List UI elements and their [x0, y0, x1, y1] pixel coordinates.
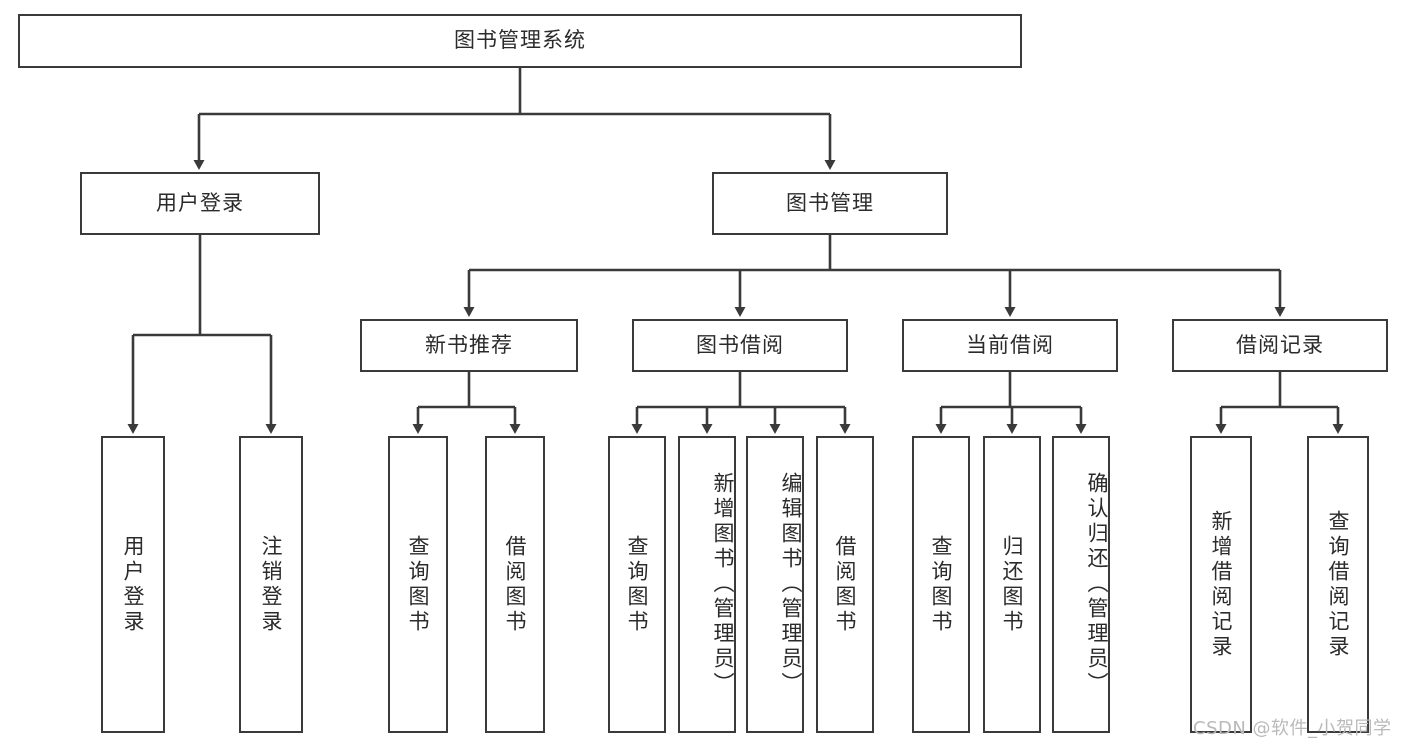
- node-label: 查询图书: [929, 534, 954, 635]
- node-label: 查询借阅记录: [1326, 509, 1351, 660]
- leaf-logout[interactable]: 注销登录: [239, 436, 303, 733]
- node-label: 归还图书: [1000, 534, 1025, 635]
- leaf-user-login[interactable]: 用户登录: [101, 436, 165, 733]
- node-label: 注销登录: [259, 534, 284, 635]
- node-book-management[interactable]: 图书管理: [712, 172, 948, 235]
- leaf-borrow-book[interactable]: 借阅图书: [816, 436, 874, 733]
- leaf-add-book-admin[interactable]: 新增图书（管理员）: [678, 436, 736, 733]
- node-label: 确认归还（管理员）: [1085, 472, 1109, 697]
- leaf-confirm-return-admin[interactable]: 确认归还（管理员）: [1052, 436, 1110, 733]
- node-borrow-records[interactable]: 借阅记录: [1172, 319, 1388, 372]
- node-label: 新增借阅记录: [1209, 509, 1234, 660]
- leaf-borrow-book-recommend[interactable]: 借阅图书: [485, 436, 545, 733]
- node-label: 用户登录: [121, 534, 146, 635]
- node-label: 查询图书: [406, 534, 431, 635]
- node-label: 新增图书（管理员）: [711, 472, 735, 697]
- leaf-query-book-borrow[interactable]: 查询图书: [608, 436, 666, 733]
- node-root[interactable]: 图书管理系统: [18, 14, 1022, 68]
- csdn-watermark: CSDN @软件_小贺同学: [1193, 718, 1392, 739]
- node-label: 当前借阅: [966, 332, 1054, 357]
- node-label: 新书推荐: [425, 332, 513, 357]
- node-label: 借阅记录: [1236, 332, 1324, 357]
- node-user-login[interactable]: 用户登录: [80, 172, 320, 235]
- node-book-borrow[interactable]: 图书借阅: [632, 319, 848, 372]
- leaf-return-book[interactable]: 归还图书: [983, 436, 1041, 733]
- leaf-query-book-recommend[interactable]: 查询图书: [388, 436, 448, 733]
- node-label: 借阅图书: [833, 534, 858, 635]
- node-label: 用户登录: [156, 190, 244, 215]
- node-label: 查询图书: [625, 534, 650, 635]
- leaf-edit-book-admin[interactable]: 编辑图书（管理员）: [746, 436, 804, 733]
- node-label: 借阅图书: [503, 534, 528, 635]
- node-label: 图书管理: [786, 190, 874, 215]
- leaf-add-borrow-record[interactable]: 新增借阅记录: [1190, 436, 1252, 733]
- leaf-query-borrow-record[interactable]: 查询借阅记录: [1307, 436, 1369, 733]
- node-label: 图书借阅: [696, 332, 784, 357]
- leaf-query-book-current[interactable]: 查询图书: [912, 436, 970, 733]
- node-new-book-recommend[interactable]: 新书推荐: [360, 319, 578, 372]
- node-current-borrow[interactable]: 当前借阅: [902, 319, 1118, 372]
- node-label: 编辑图书（管理员）: [779, 472, 803, 697]
- node-label: 图书管理系统: [454, 28, 586, 53]
